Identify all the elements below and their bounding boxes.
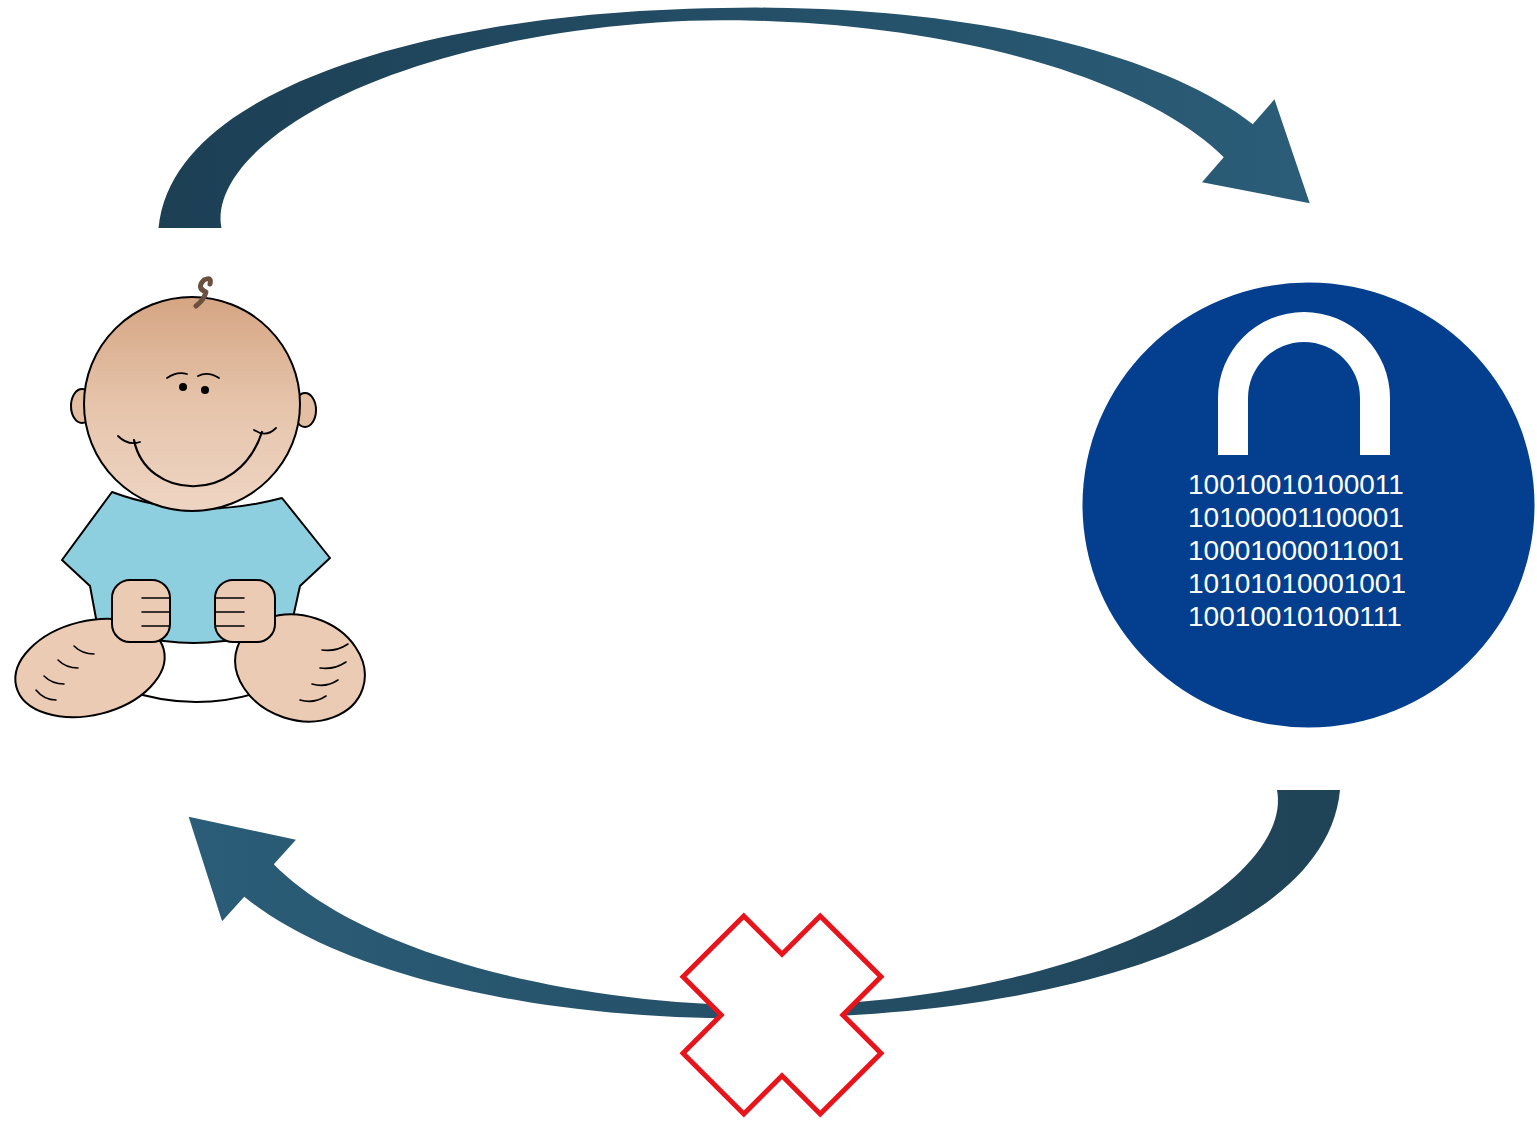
binary-code: 10010010100011 10100001100001 1000100001…	[1188, 468, 1420, 633]
baby-hand	[112, 580, 170, 642]
cross-mark	[645, 878, 919, 1124]
lock-disc	[1083, 283, 1535, 728]
baby-hand	[215, 580, 275, 642]
curved-arrow	[159, 8, 1310, 228]
lock-shackle	[1218, 312, 1390, 455]
baby-hair	[196, 279, 210, 306]
baby-figure	[12, 272, 368, 726]
padlock-circle: 10010010100011 10100001100001 1000100001…	[1082, 282, 1535, 728]
baby-smile	[134, 432, 262, 486]
baby-head	[84, 297, 300, 511]
